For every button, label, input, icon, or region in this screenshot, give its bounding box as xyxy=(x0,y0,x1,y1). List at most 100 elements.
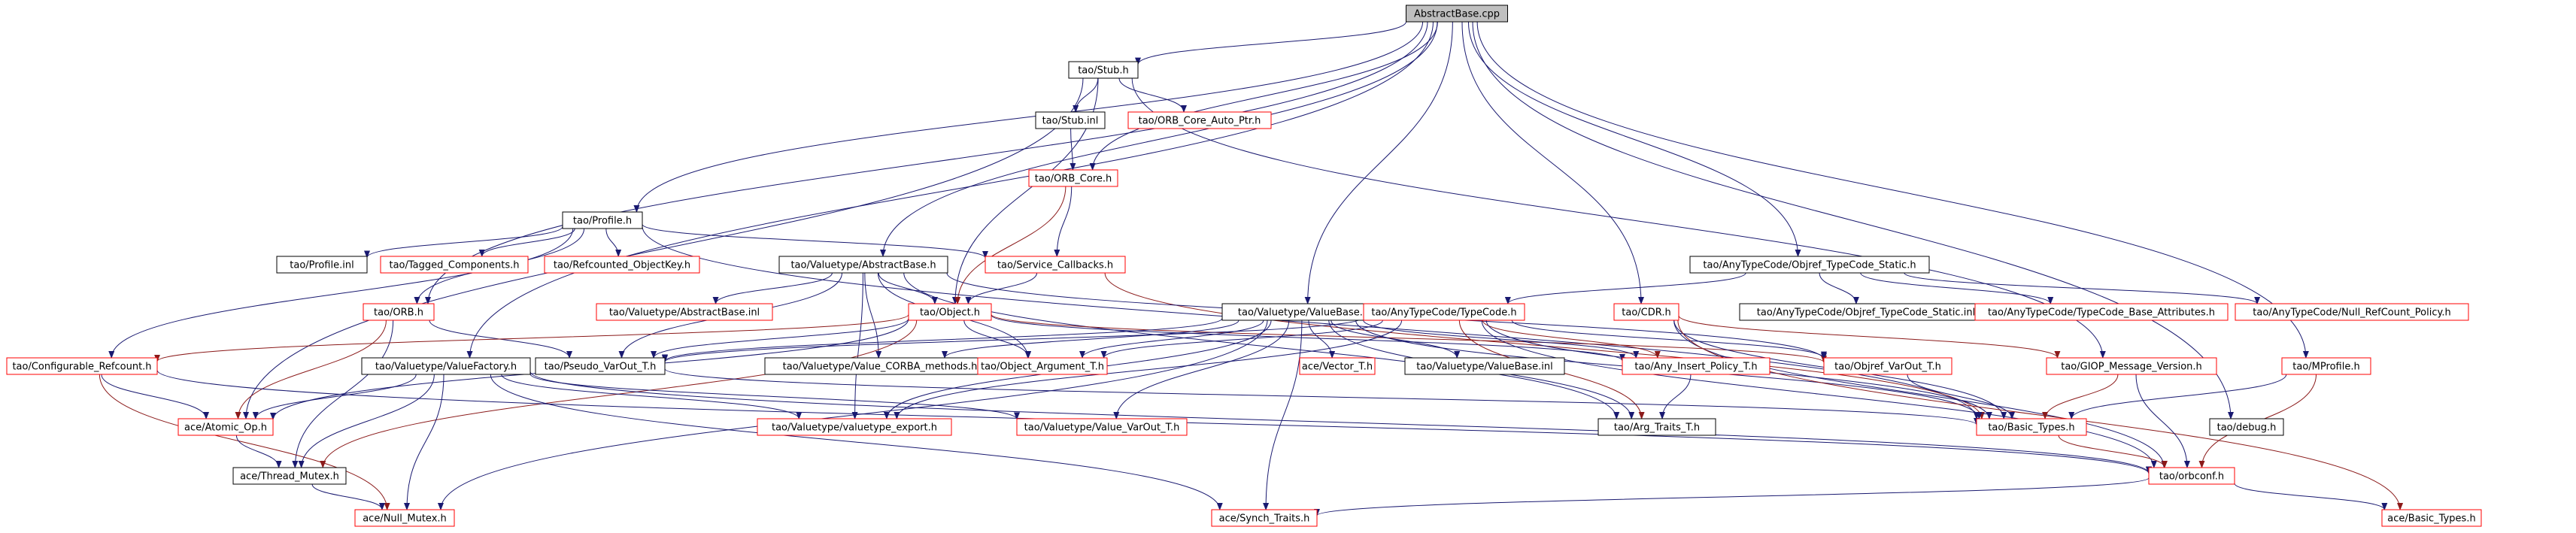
node-nullmutex[interactable]: ace/Null_Mutex.h xyxy=(354,509,455,527)
edge-confrefcount-to-nullmutex xyxy=(99,374,390,510)
node-label-synchtraits: ace/Synch_Traits.h xyxy=(1219,513,1310,525)
node-box-tcbaseattr xyxy=(1974,303,2229,321)
node-tcbaseattr[interactable]: tao/AnyTypeCode/TypeCode_Base_Attributes… xyxy=(1974,303,2229,321)
edge-vtfactory-to-atomicop xyxy=(252,374,417,419)
node-profile[interactable]: tao/Profile.h xyxy=(562,211,643,229)
node-box-orbh xyxy=(363,303,435,321)
node-anyinsert[interactable]: tao/Any_Insert_Policy_T.h xyxy=(1622,357,1770,375)
edge-anytc-to-objarg xyxy=(1100,319,1383,359)
node-orbh[interactable]: tao/ORB.h xyxy=(363,303,435,321)
edge-basictypes-to-orbconf xyxy=(2058,435,2168,468)
node-refobjkey[interactable]: tao/Refcounted_ObjectKey.h xyxy=(544,256,700,274)
node-basictypes[interactable]: tao/Basic_Types.h xyxy=(1976,418,2087,436)
node-vtabs[interactable]: tao/Valuetype/AbstractBase.h xyxy=(778,256,948,274)
edge-vtbase-to-vectort xyxy=(1308,319,1336,359)
edge-anytc-to-vtexport xyxy=(894,319,1403,419)
node-orbconf[interactable]: tao/orbconf.h xyxy=(2148,467,2235,485)
node-mprofile[interactable]: tao/MProfile.h xyxy=(2281,357,2371,375)
edge-root-to-vtbase xyxy=(1304,21,1453,304)
node-nullrefcount[interactable]: tao/AnyTypeCode/Null_RefCount_Policy.h xyxy=(2235,303,2469,321)
node-label-vtbase: tao/Valuetype/ValueBase.h xyxy=(1238,307,1369,319)
edge-vtfactory-to-synchtraits xyxy=(490,374,1223,510)
node-label-profile: tao/Profile.h xyxy=(573,216,632,227)
node-vtbaseinl[interactable]: tao/Valuetype/ValueBase.inl xyxy=(1404,357,1565,375)
edge-object-to-objrefvarout xyxy=(991,313,1827,364)
node-giopmsg[interactable]: tao/GIOP_Message_Version.h xyxy=(2046,357,2217,375)
node-box-root xyxy=(1406,5,1508,23)
node-label-basictypes: tao/Basic_Types.h xyxy=(1988,422,2074,434)
node-vtfactory[interactable]: tao/Valuetype/ValueFactory.h xyxy=(361,357,531,375)
node-box-vtabs xyxy=(778,256,948,274)
node-label-pseudovarout: tao/Pseudo_VarOut_T.h xyxy=(545,362,657,373)
edge-orbh-to-atomicop xyxy=(235,319,387,419)
edge-object-to-anyinsert xyxy=(991,314,1625,362)
node-argtraits[interactable]: tao/Arg_Traits_T.h xyxy=(1597,418,1716,436)
node-debug[interactable]: tao/debug.h xyxy=(2209,418,2284,436)
node-box-debug xyxy=(2209,418,2284,436)
node-pseudovarout[interactable]: tao/Pseudo_VarOut_T.h xyxy=(535,357,666,375)
node-servcb[interactable]: tao/Service_Callbacks.h xyxy=(985,256,1126,274)
node-label-vtabsinl: tao/Valuetype/AbstractBase.inl xyxy=(609,307,760,319)
node-orbcore[interactable]: tao/ORB_Core.h xyxy=(1028,169,1118,187)
edge-objreftc-to-nullrefcount xyxy=(1904,272,2260,304)
node-object[interactable]: tao/Object.h xyxy=(908,303,992,321)
node-box-atomicop xyxy=(177,418,274,436)
edge-root-to-vtabs xyxy=(880,21,1438,257)
node-vcorbameth[interactable]: tao/Valuetype/Value_CORBA_methods.h xyxy=(764,357,996,375)
edge-vtfactory-to-valvarout xyxy=(529,373,1020,420)
node-box-vtabsinl xyxy=(596,303,773,321)
node-objarg[interactable]: tao/Object_Argument_T.h xyxy=(977,357,1108,375)
node-vtabsinl[interactable]: tao/Valuetype/AbstractBase.inl xyxy=(596,303,773,321)
node-valvarout[interactable]: tao/Valuetype/Value_VarOut_T.h xyxy=(1016,418,1188,436)
node-threadmutex[interactable]: ace/Thread_Mutex.h xyxy=(232,467,347,485)
node-label-nullrefcount: tao/AnyTypeCode/Null_RefCount_Policy.h xyxy=(2253,307,2450,319)
node-vectort[interactable]: ace/Vector_T.h xyxy=(1299,357,1376,375)
node-layer: AbstractBase.cpp tao/Stub.h tao/Stub.inl ta… xyxy=(6,5,2482,527)
edge-stub-to-atomicop xyxy=(243,77,1084,419)
node-label-atomicop: ace/Atomic_Op.h xyxy=(184,422,267,434)
edge-mprofile-to-basictypes xyxy=(2068,374,2287,419)
node-tagged[interactable]: tao/Tagged_Components.h xyxy=(380,256,529,274)
node-confrefcount[interactable]: tao/Configurable_Refcount.h xyxy=(6,357,158,375)
node-acebasic[interactable]: ace/Basic_Types.h xyxy=(2381,509,2482,527)
node-synchtraits[interactable]: ace/Synch_Traits.h xyxy=(1211,509,1318,527)
node-stubinl[interactable]: tao/Stub.inl xyxy=(1035,111,1106,129)
edge-root-to-profile xyxy=(633,21,1424,213)
node-label-orbcore: tao/ORB_Core.h xyxy=(1035,174,1112,185)
node-objreftcinl[interactable]: tao/AnyTypeCode/Objref_TypeCode_Static.i… xyxy=(1739,303,1993,321)
node-anytc[interactable]: tao/AnyTypeCode/TypeCode.h xyxy=(1363,303,1525,321)
edge-anytc-to-orbconf xyxy=(1481,319,2157,468)
node-box-vtfactory xyxy=(361,357,531,375)
node-box-basictypes xyxy=(1976,418,2087,436)
edge-vtbase-to-synchtraits xyxy=(1263,319,1303,510)
edge-root-to-objreftc xyxy=(1467,21,1801,257)
node-label-acebasic: ace/Basic_Types.h xyxy=(2387,513,2475,525)
edge-object-to-objarg xyxy=(963,319,1032,359)
edge-orbconf-to-synchtraits xyxy=(1314,477,2150,516)
edge-orbconf-to-acebasic xyxy=(2234,483,2388,510)
node-orbcoreauto[interactable]: tao/ORB_Core_Auto_Ptr.h xyxy=(1127,111,1272,129)
edge-vtfactory-to-threadmutex xyxy=(298,374,435,468)
node-atomicop[interactable]: ace/Atomic_Op.h xyxy=(177,418,274,436)
edge-vtabs-to-vcorbameth xyxy=(864,272,882,359)
edge-stub-to-giopmsg xyxy=(1131,77,2106,359)
node-vtexport[interactable]: tao/Valuetype/valuetype_export.h xyxy=(757,418,952,436)
node-label-vectort: ace/Vector_T.h xyxy=(1302,362,1373,373)
node-label-tcbaseattr: tao/AnyTypeCode/TypeCode_Base_Attributes… xyxy=(1988,307,2215,319)
node-label-vtabs: tao/Valuetype/AbstractBase.h xyxy=(790,260,936,271)
node-box-mprofile xyxy=(2281,357,2371,375)
node-stub[interactable]: tao/Stub.h xyxy=(1068,61,1139,79)
node-box-orbcoreauto xyxy=(1127,111,1272,129)
edge-profile-to-tagged xyxy=(478,228,575,257)
node-cdr[interactable]: tao/CDR.h xyxy=(1613,303,1679,321)
node-profileinl[interactable]: tao/Profile.inl xyxy=(276,256,368,274)
node-objrefvarout[interactable]: tao/Objref_VarOut_T.h xyxy=(1823,357,1952,375)
node-label-valvarout: tao/Valuetype/Value_VarOut_T.h xyxy=(1024,422,1180,434)
node-vtbase[interactable]: tao/Valuetype/ValueBase.h xyxy=(1221,303,1385,321)
node-label-orbconf: tao/orbconf.h xyxy=(2159,471,2224,483)
node-root[interactable]: AbstractBase.cpp xyxy=(1406,5,1508,23)
node-box-refobjkey xyxy=(544,256,700,274)
edge-vtabs-to-argtraits xyxy=(903,272,1620,419)
edge-vtabs-to-object xyxy=(878,272,938,304)
node-objreftc[interactable]: tao/AnyTypeCode/Objref_TypeCode_Static.h xyxy=(1689,256,1930,274)
